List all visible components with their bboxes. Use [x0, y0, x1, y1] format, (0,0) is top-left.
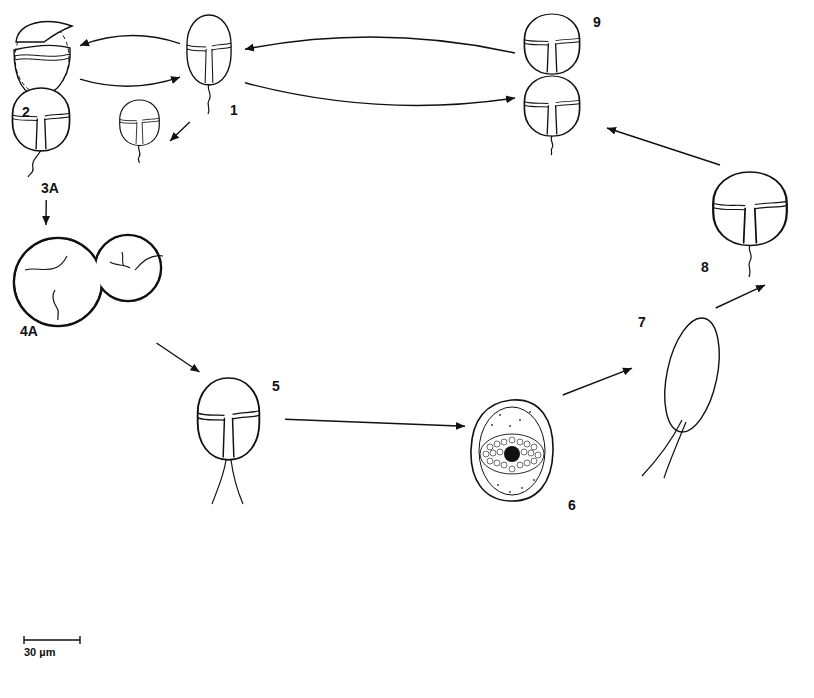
stage-number: 6: [568, 497, 576, 514]
life-stage: 4A: [8, 225, 173, 343]
fusing-gametes: [14, 235, 163, 326]
stage-number: 5: [272, 378, 280, 395]
scale-label: 30 µm: [24, 646, 55, 659]
cycle-arrow: [245, 37, 515, 53]
cycle-arrow: [80, 77, 180, 86]
flagellum: [208, 84, 210, 114]
cell-upper: [524, 14, 579, 74]
life-stage: 3A: [5, 82, 170, 200]
life-stage: 2: [8, 12, 80, 124]
life-stage: 8: [695, 165, 795, 285]
flagellum: [551, 136, 553, 155]
life-stage: 7: [632, 308, 725, 480]
cycle-arrow: [170, 122, 190, 141]
cycle-arrow: [285, 419, 465, 426]
flagellum: [749, 245, 751, 277]
cell-small: [120, 100, 160, 146]
cycle-arrow: [563, 368, 632, 395]
cell-stage-8: [713, 172, 787, 246]
cycle-arrow: [45, 200, 47, 225]
label-holder: 30 µm: [24, 646, 55, 659]
stage-number: 9: [593, 14, 601, 31]
stage-number: 4A: [20, 323, 38, 340]
scale-bar: [24, 636, 80, 644]
cycle-arrow: [607, 128, 720, 165]
flagellum: [138, 145, 140, 163]
resting-cyst: [471, 400, 553, 501]
life-stage: 9: [515, 8, 607, 158]
stage-number: 1: [230, 102, 238, 119]
life-stage: 5: [190, 372, 285, 507]
life-stage: 6: [465, 395, 580, 520]
stage-number: 7: [638, 314, 646, 331]
life-stage: 1: [180, 10, 245, 122]
flagellum: [28, 150, 41, 177]
flagella: [212, 460, 243, 504]
ecdysing-theca: [14, 22, 72, 96]
cycle-arrow: [245, 83, 515, 106]
stage-number: 3A: [41, 180, 59, 197]
stage-number: 2: [22, 104, 30, 121]
germling: [642, 313, 729, 478]
cycle-arrow: [157, 343, 200, 372]
cycle-arrow: [716, 285, 765, 308]
stage-number: 8: [701, 259, 709, 276]
cell-large: [12, 88, 69, 151]
cycle-arrow: [80, 36, 180, 46]
planozygote: [198, 378, 260, 460]
cell-stage-1: [187, 15, 231, 85]
cell-lower: [524, 76, 579, 136]
